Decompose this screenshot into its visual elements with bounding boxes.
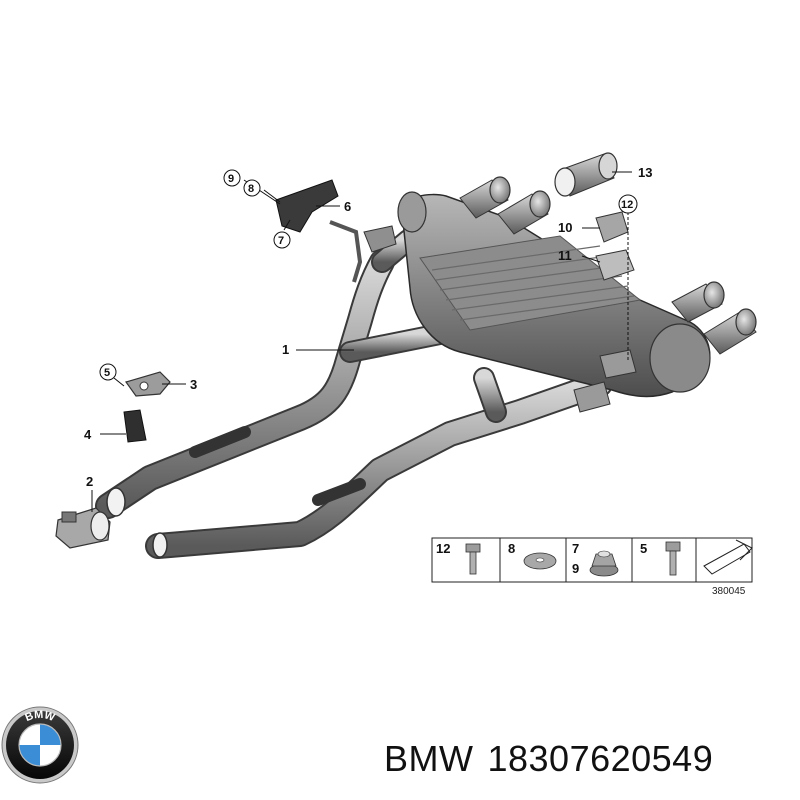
logo-text: BMW — [23, 709, 56, 724]
callout-13: 13 — [638, 165, 652, 180]
callout-labels: 1 2 3 4 5 6 7 8 9 10 11 12 13 — [84, 165, 652, 489]
tailpipes-right — [671, 281, 757, 355]
exhaust-pipes — [95, 229, 613, 559]
callout-6: 6 — [344, 199, 351, 214]
tailpipes-left — [459, 176, 551, 235]
part-caption: BMW 18307620549 — [384, 738, 794, 786]
part-number: 18307620549 — [487, 738, 714, 779]
nut-icon — [589, 550, 619, 577]
brand-name: BMW — [384, 738, 474, 779]
callout-7: 7 — [278, 235, 284, 247]
clamp-part — [55, 507, 111, 549]
callout-1: 1 — [282, 342, 289, 357]
callout-5: 5 — [104, 367, 110, 379]
diagram-reference: 380045 — [712, 586, 746, 597]
callout-8: 8 — [248, 183, 254, 195]
callout-11: 11 — [558, 248, 572, 263]
callout-12: 12 — [621, 199, 633, 211]
washer-icon — [523, 552, 557, 570]
legend-item-5: 5 — [640, 541, 647, 556]
left-pipe-inlet — [106, 487, 126, 517]
legend-item-7: 7 — [572, 541, 579, 556]
rear-muffler — [397, 191, 711, 398]
callout-2: 2 — [86, 474, 93, 489]
callout-4: 4 — [84, 427, 92, 442]
muffler-hangers — [573, 211, 637, 413]
mounting-bracket — [275, 179, 397, 283]
parts-legend: 12 8 7 9 5 380045 — [431, 537, 753, 597]
bolt-icon — [465, 543, 481, 575]
orientation-arrow-icon — [703, 539, 753, 575]
callout-10: 10 — [558, 220, 572, 235]
screw-icon — [665, 541, 681, 576]
hanger-bracket — [123, 371, 171, 443]
right-pipe-inlet — [152, 532, 168, 558]
callout-9: 9 — [228, 173, 234, 185]
legend-item-12: 12 — [436, 541, 450, 556]
callout-3: 3 — [190, 377, 197, 392]
legend-item-9: 9 — [572, 561, 579, 576]
bmw-logo: BMW — [1, 706, 79, 784]
legend-item-8: 8 — [508, 541, 515, 556]
tail-sleeve — [554, 152, 618, 197]
leader-lines — [91, 171, 632, 512]
